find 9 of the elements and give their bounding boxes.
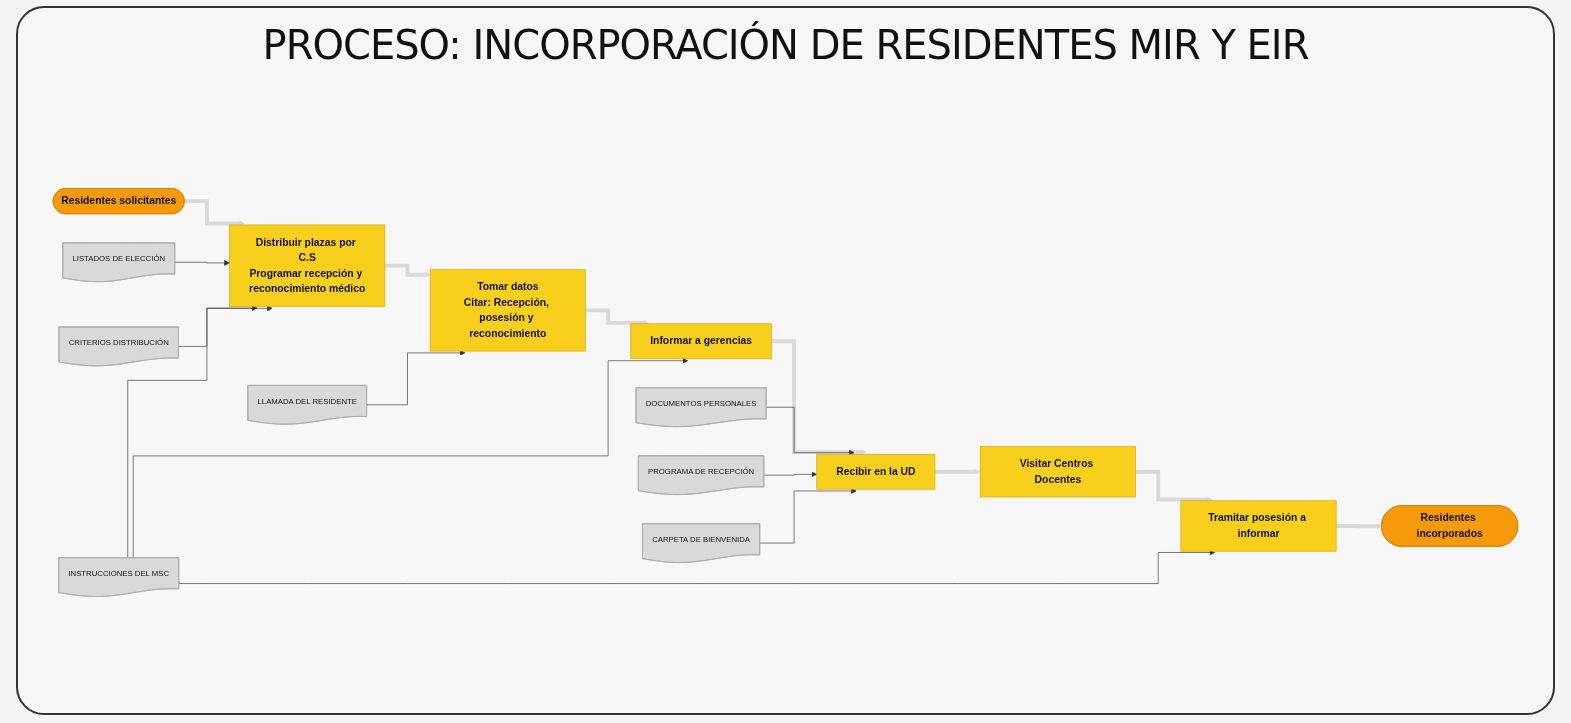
arrow <box>933 468 981 475</box>
node-box: Tomar datos Citar: Recepción, posesión y reconocimiento <box>429 269 586 352</box>
node-box: Visitar Centros Docentes <box>979 446 1136 498</box>
node-box: Tramitar posesión a informar <box>1180 500 1337 552</box>
node-box: Informar a gerencias <box>630 323 772 359</box>
arrow <box>182 199 245 227</box>
diagram-title: PROCESO: INCORPORACIÓN DE RESIDENTES MIR Y EIR <box>261 22 1310 68</box>
node-box: Recibir en la UD <box>816 453 936 490</box>
node-box: Distribuir plazas por C.S Programar recepción y reconocimiento médico <box>229 224 386 307</box>
